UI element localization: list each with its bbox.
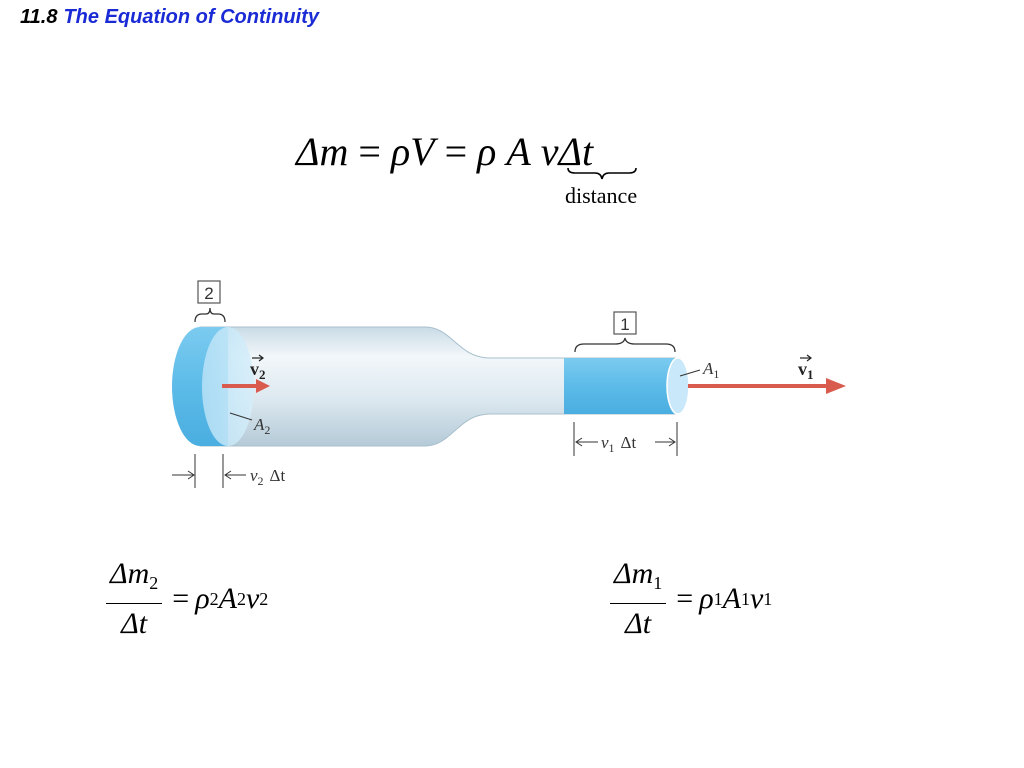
rho-v: ρV <box>390 129 435 174</box>
equals-sign: = <box>444 129 468 174</box>
fraction: Δm2 Δt <box>106 556 163 642</box>
a2-leader <box>229 412 253 421</box>
delta-m: Δm <box>296 129 349 174</box>
dim-arrow-icon <box>668 437 676 447</box>
fraction: Δm1 Δt <box>610 556 667 642</box>
delta-t: Δt <box>558 129 594 174</box>
area-a: A <box>506 129 531 174</box>
v2-arrow-icon <box>256 379 270 393</box>
section-1-number: 1 <box>620 315 629 334</box>
distance-label: distance <box>565 183 638 208</box>
cross-section-face-1 <box>666 357 690 415</box>
a1-leader <box>679 369 701 377</box>
section-2-box <box>197 280 221 304</box>
v2-label: v2 <box>250 359 266 382</box>
a1-label: A1 <box>702 359 719 381</box>
velocity-v: v <box>540 129 559 174</box>
dim-arrow-icon <box>187 470 195 480</box>
v1-arrow-icon <box>826 378 846 394</box>
dim-arrow-icon <box>575 437 583 447</box>
section-1-box <box>613 311 637 335</box>
underbrace-icon <box>567 167 637 180</box>
rho: ρ <box>477 129 497 174</box>
dim-arrow-icon <box>224 470 232 480</box>
section-2-brace-icon <box>194 307 226 323</box>
v1-label: v1 <box>798 359 814 382</box>
a2-label: A2 <box>253 415 270 437</box>
equals-sign: = <box>358 129 381 174</box>
section-number: 11.8 <box>20 6 58 28</box>
section-1-brace-icon <box>574 337 676 353</box>
fluid-slug-1 <box>564 358 678 414</box>
slide-title: The Equation of Continuity <box>63 6 319 28</box>
section-2-number: 2 <box>204 284 213 303</box>
